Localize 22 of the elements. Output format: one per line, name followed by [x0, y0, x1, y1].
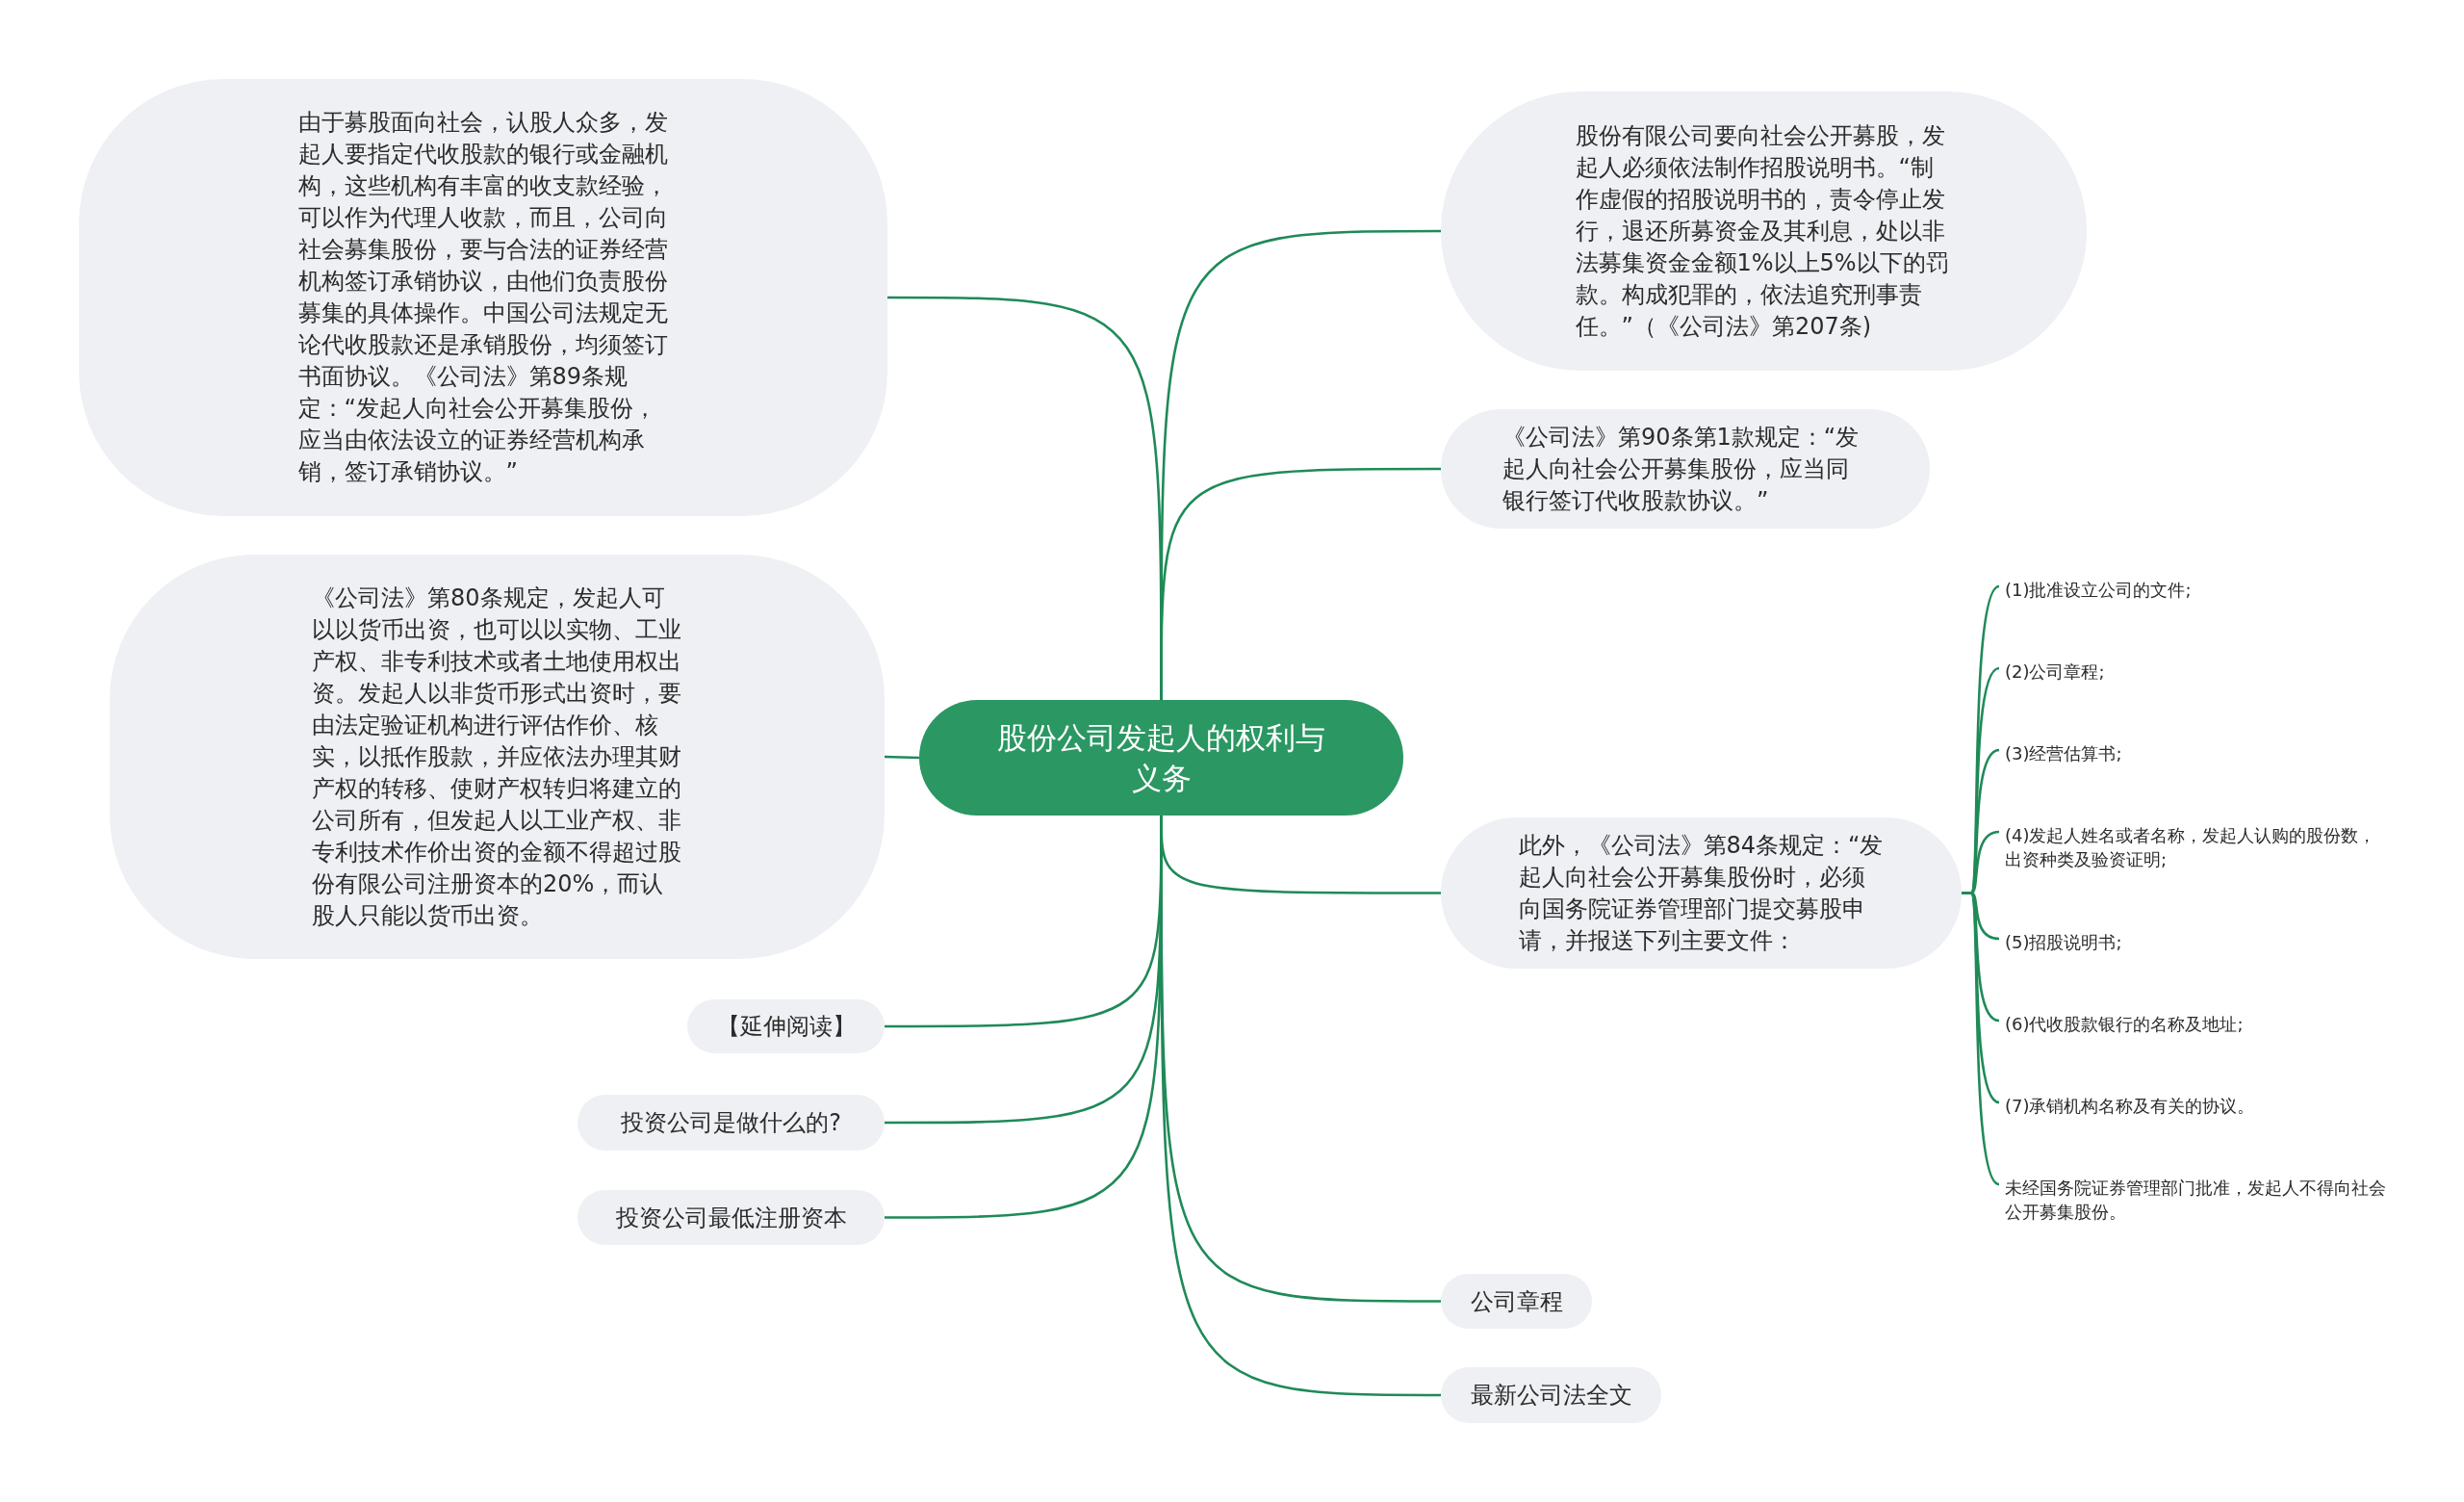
topic-pill: 公司章程 [1441, 1274, 1592, 1329]
topic-bubble: 此外，《公司法》第84条规定：“发起人向社会公开募集股份时，必须向国务院证券管理部门提交募股申请，并报送下列主要文件： [1441, 817, 1962, 969]
topic-bubble: 由于募股面向社会，认股人众多，发起人要指定代收股款的银行或金融机构，这些机构有丰富的收支款经验，可以作为代理人收款，而且，公司向社会募集股份，要与合法的证券经营机构签订承销协议，由他们负责股份募集的具体操作。中国公司法规定无论代收股款还是承销股份，均须签订书面协议。《公司法》第89条规定：“发起人向社会公开募集股份，应当由依法设立的证券经营机构承销，签订承销协议。” [79, 79, 887, 516]
connector-line [1962, 892, 2000, 1185]
topic-bubble: 股份有限公司要向社会公开募股，发起人必须依法制作招股说明书。“制作虚假的招股说明书的，责令停止发行，退还所募资金及其利息，处以非法募集资金金额1%以上5%以下的罚款。构成犯罪的，依法追究刑事责任。”（《公司法》第207条) [1441, 91, 2087, 371]
list-item-text: (5)招股说明书; [2005, 930, 2123, 954]
connector-line [884, 755, 920, 760]
list-item-text: (4)发起人姓名或者名称，发起人认购的股份数，出资种类及验资证明; [2005, 824, 2377, 871]
list-item-text: 未经国务院证券管理部门批准，发起人不得向社会公开募集股份。 [2005, 1177, 2387, 1224]
topic-pill: 投资公司最低注册资本 [578, 1190, 885, 1245]
list-item-text: (6)代收股款银行的名称及地址; [2005, 1012, 2245, 1036]
topic-bubble: 《公司法》第90条第1款规定：“发起人向社会公开募集股份，应当同银行签订代收股款协议。” [1441, 409, 1930, 529]
list-item-text: (7)承销机构名称及有关的协议。 [2005, 1094, 2256, 1118]
topic-pill: 投资公司是做什么的? [578, 1095, 885, 1151]
list-item-text: (1)批准设立公司的文件; [2005, 578, 2193, 602]
list-item-text: (3)经营估算书; [2005, 741, 2123, 765]
connector-line [1160, 467, 1441, 700]
list-item-text: (2)公司章程; [2005, 660, 2106, 684]
central-topic: 股份公司发起人的权利与义务 [919, 700, 1403, 816]
topic-pill: 最新公司法全文 [1441, 1367, 1661, 1423]
topic-bubble: 《公司法》第80条规定，发起人可以以货币出资，也可以以实物、工业产权、非专利技术或者土地使用权出资。发起人以非货币形式出资时，要由法定验证机构进行评估作价、核实，以抵作股款，并应依法办理其财产权的转移、使财产权转归将建立的公司所有，但发起人以工业产权、非专利技术作价出资的金额不得超过股份有限公司注册资本的20%，而认股人只能以货币出资。 [110, 555, 885, 959]
topic-pill: 【延伸阅读】 [687, 999, 885, 1053]
